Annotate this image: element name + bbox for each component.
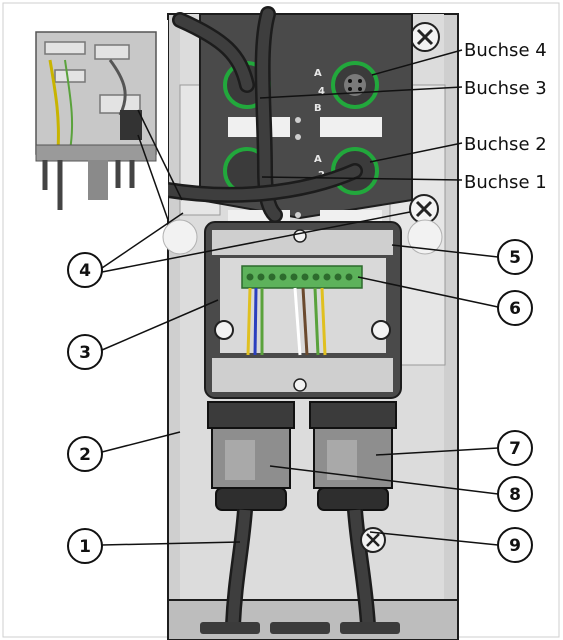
cable-gland-right <box>309 401 397 511</box>
callout-7: 7 <box>497 430 533 466</box>
callout-4: 4 <box>67 252 103 288</box>
mounting-screw-mid-right <box>409 194 439 224</box>
callout-5: 5 <box>497 239 533 275</box>
callout-8-number: 8 <box>509 485 521 505</box>
callout-1: 1 <box>67 528 103 564</box>
mounting-screw-top-right <box>410 22 440 52</box>
inset-pointer <box>137 109 183 221</box>
callout-9: 9 <box>497 527 533 563</box>
label-buchse-3: Buchse 3 <box>464 78 547 99</box>
marking-a: A <box>314 154 322 165</box>
mounting-hole-right <box>407 219 443 255</box>
callout-9-number: 9 <box>509 536 521 556</box>
mounting-hole-left <box>162 219 198 255</box>
socket-4 <box>331 61 379 109</box>
callout-3-number: 3 <box>79 343 91 363</box>
terminal-wires <box>246 287 327 356</box>
label-buchse-2: Buchse 2 <box>464 134 547 155</box>
screw-lower <box>360 527 386 553</box>
marking-b: B <box>314 103 322 114</box>
callout-5-number: 5 <box>509 248 521 268</box>
overview-inset <box>18 20 168 220</box>
label-buchse-4: Buchse 4 <box>464 40 547 61</box>
bottom-feet <box>200 622 400 634</box>
outgoing-cables <box>225 509 376 626</box>
callout-leader-lines <box>101 211 499 546</box>
cable-gland-left <box>207 401 295 511</box>
socket-leader-lines <box>259 49 463 181</box>
marking-4: 4 <box>318 86 325 97</box>
callout-8: 8 <box>497 476 533 512</box>
terminal-block <box>241 265 363 289</box>
callout-2-number: 2 <box>79 445 91 465</box>
callout-6-number: 6 <box>509 299 521 319</box>
callout-2: 2 <box>67 436 103 472</box>
callout-3: 3 <box>67 334 103 370</box>
callout-6: 6 <box>497 290 533 326</box>
callout-7-number: 7 <box>509 439 521 459</box>
callout-1-number: 1 <box>79 537 91 557</box>
marking-a: A <box>314 68 322 79</box>
callout-4-number: 4 <box>79 261 91 281</box>
label-buchse-1: Buchse 1 <box>464 172 547 193</box>
